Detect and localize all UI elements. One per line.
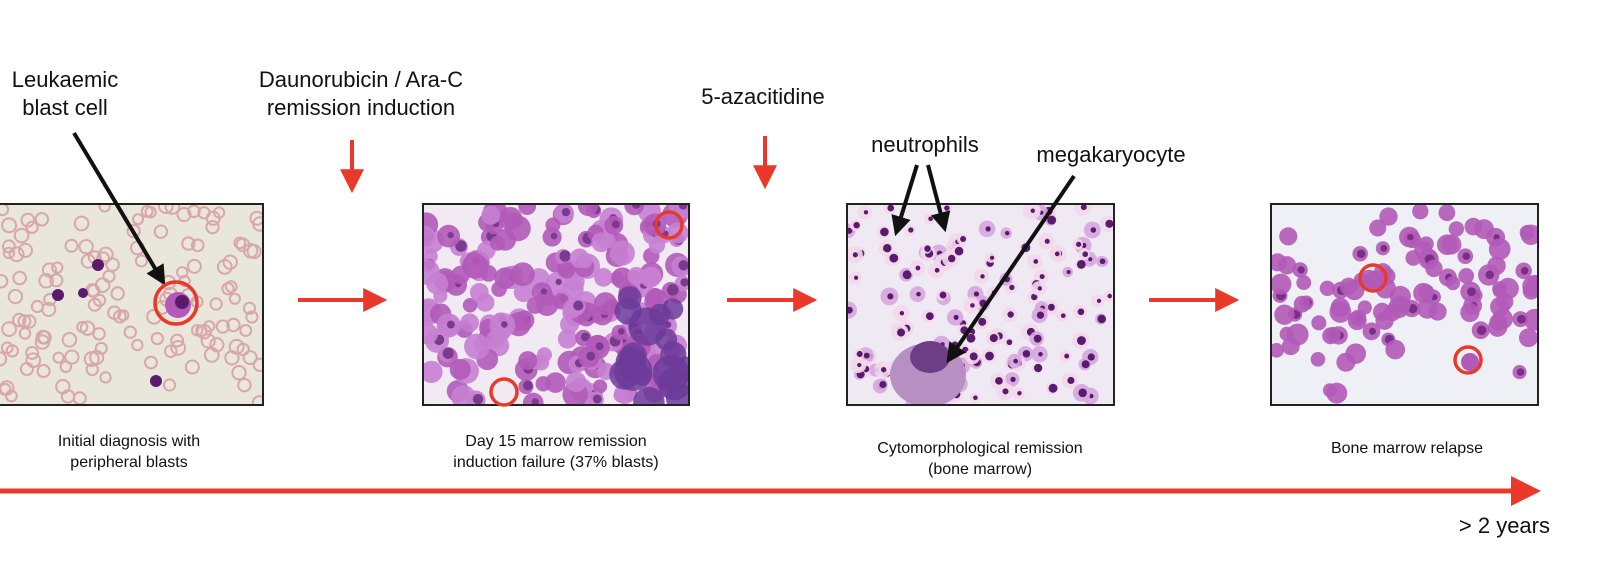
leukaemic-blast-cell-label: Leukaemic blast cell — [0, 66, 130, 122]
azacitidine-label: 5-azacitidine — [701, 84, 825, 109]
panel-relapse-marrow — [1270, 203, 1539, 406]
caption-initial-diagnosis: Initial diagnosis with peripheral blasts — [14, 431, 244, 473]
caption-1-line-2: peripheral blasts — [70, 454, 188, 471]
neutrophils-label: neutrophils — [871, 132, 979, 157]
blast-label-line-2: blast cell — [22, 95, 108, 120]
induction-label-line-2: remission induction — [266, 95, 456, 120]
induction-label: Daunorubicin / Ara-C remission induction — [238, 66, 484, 122]
caption-3-line-2: (bone marrow) — [927, 461, 1033, 478]
caption-2-line-1: Day 15 marrow remission — [465, 433, 647, 450]
panel-remission-marrow — [846, 203, 1115, 406]
caption-day15: Day 15 marrow remission induction failur… — [426, 431, 686, 473]
caption-relapse: Bone marrow relapse — [1274, 438, 1540, 459]
caption-4-line-1: Bone marrow relapse — [1330, 440, 1484, 457]
relapse-marrow-image — [1272, 205, 1537, 404]
caption-3-line-1: Cytomorphological remission — [877, 440, 1083, 457]
induction-label-line-1: Daunorubicin / Ara-C — [258, 67, 464, 92]
panel-peripheral-smear — [0, 203, 264, 406]
caption-1-line-1: Initial diagnosis with — [57, 433, 201, 450]
remission-marrow-image — [848, 205, 1113, 404]
caption-remission: Cytomorphological remission (bone marrow… — [850, 438, 1110, 480]
megakaryocyte-label: megakaryocyte — [1036, 142, 1186, 167]
peripheral-smear-image — [0, 205, 262, 404]
timeline-label: > 2 years — [1458, 513, 1550, 538]
blast-label-line-1: Leukaemic — [11, 67, 119, 92]
panel-day15-marrow — [422, 203, 690, 406]
day15-marrow-image — [424, 205, 688, 404]
caption-2-line-2: induction failure (37% blasts) — [453, 454, 659, 471]
